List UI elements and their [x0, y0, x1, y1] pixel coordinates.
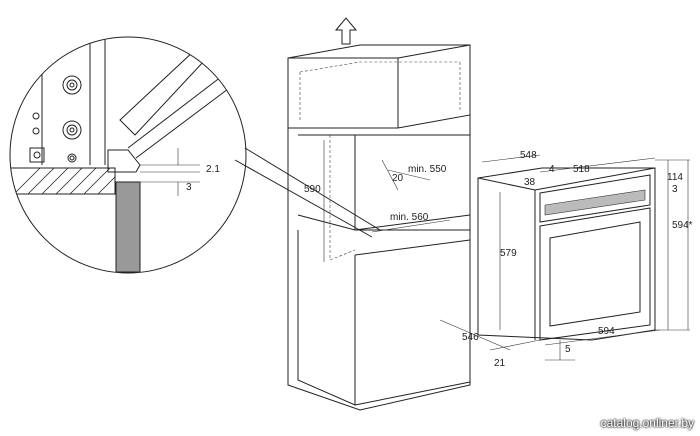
- dim-594: 594: [598, 326, 615, 337]
- dim-min550: min. 550: [408, 164, 447, 175]
- dim-546: 546: [462, 332, 479, 343]
- dim-2-1: 2.1: [206, 164, 220, 175]
- dim-38: 38: [524, 177, 536, 188]
- up-arrow-icon: [334, 17, 358, 45]
- dim-3-right: 3: [672, 184, 678, 195]
- dim-114: 114: [667, 172, 683, 183]
- oven: [439, 154, 690, 361]
- watermark: catalog.onliner.by: [600, 416, 694, 430]
- cabinet: [287, 44, 471, 411]
- dim-3-detail: 3: [186, 182, 192, 193]
- dim-594-star: 594*: [672, 220, 693, 231]
- dim-4: 4: [549, 164, 555, 175]
- dim-min560: min. 560: [390, 212, 429, 223]
- dim-5: 5: [565, 344, 571, 355]
- dim-518: 518: [573, 164, 590, 175]
- dim-579: 579: [500, 248, 517, 259]
- dim-548: 548: [520, 150, 537, 161]
- dim-21: 21: [494, 358, 506, 369]
- dim-20: 20: [392, 173, 404, 184]
- dim-590: 590: [304, 184, 321, 195]
- detail-magnifier: [9, 36, 247, 274]
